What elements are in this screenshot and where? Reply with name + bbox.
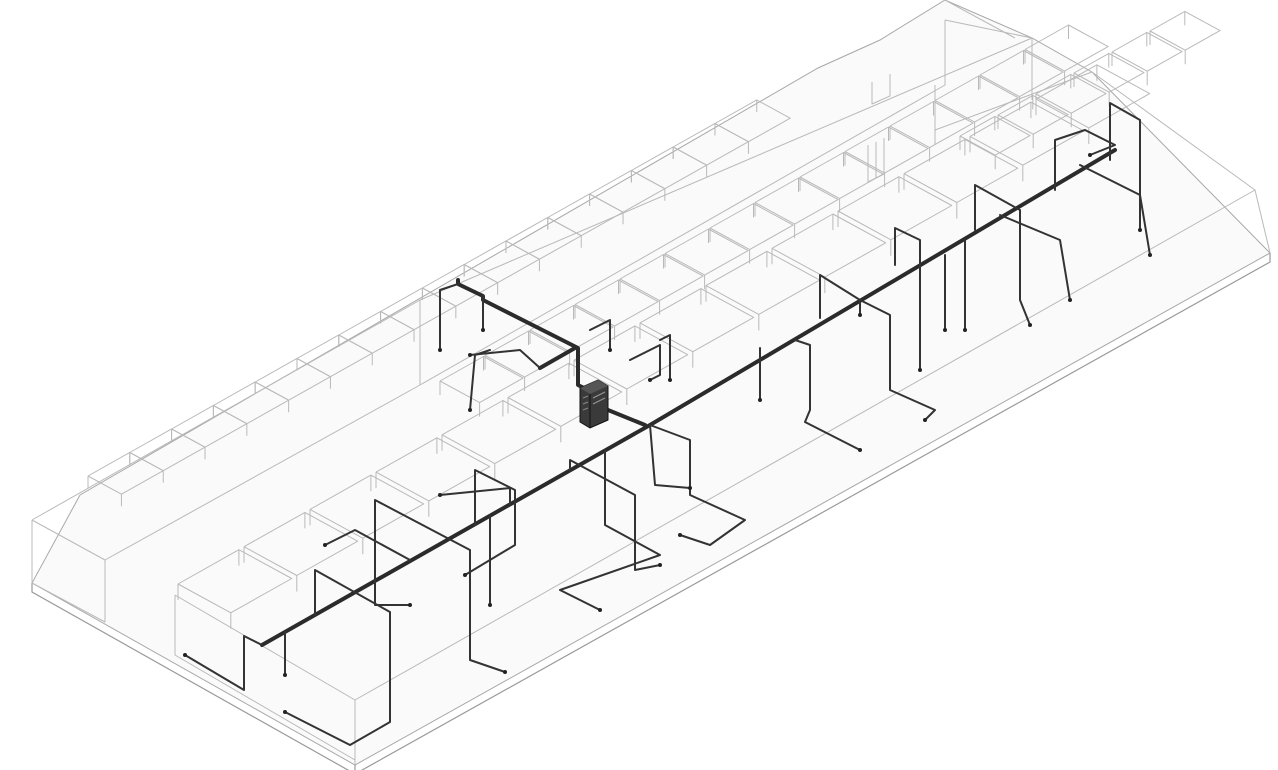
branch-pipe [649,424,691,489]
pipe-outlet [488,603,492,607]
room-outline [754,177,839,225]
pipe-outlet [963,328,967,332]
room-outline [177,549,293,614]
pipe-outlet [468,353,472,357]
branch-pipe [439,487,511,506]
pipe-outlet [1028,323,1032,327]
branch-pipe [589,319,611,351]
door-upper [871,74,891,105]
pipe-outlet [183,653,187,657]
room-outline [979,50,1064,98]
pipe-outlet [463,573,467,577]
pipe-outlet [858,313,862,317]
branch-pipes [183,102,1152,746]
pipe-outlet [1148,253,1152,257]
pipe-outlet [608,348,612,352]
pipe-outlet [481,328,485,332]
room-outline [664,228,749,276]
pipe-outlet [688,486,692,490]
pipe-outlet [283,673,287,677]
room-outline [573,325,689,390]
room-outline [771,213,887,278]
room-outline [375,437,491,502]
branch-pipe [999,214,1071,301]
branch-pipe [974,184,1031,326]
room-outline [709,203,794,251]
branch-pipe [559,449,661,611]
room-partitions [87,10,1221,629]
pipe-outlet [283,710,287,714]
room-outline [574,279,659,327]
room-outline [934,75,1019,123]
pipe-outlet [468,408,472,412]
branch-pipe [284,569,391,746]
pipe-outlet [658,563,662,567]
pipe-outlet [503,670,507,674]
pipe-outlet [678,533,682,537]
room-outline [243,511,359,576]
branch-pipe [659,334,671,381]
branch-pipe [569,459,661,571]
room-outline [1035,73,1107,114]
door-left [867,138,885,183]
room-outline [439,356,524,404]
pipe-outlet [943,328,947,332]
branch-pipe [464,469,516,576]
pipe-outlet [923,418,927,422]
room-outline [889,101,974,149]
pipe-outlet [323,543,327,547]
branch-pipe [859,299,936,421]
branch-pipe [794,339,861,451]
room-outline [837,176,953,241]
branch-pipe [894,227,921,371]
pipe-outlet [438,348,442,352]
branch-pipe [1054,129,1116,191]
branch-pipe [374,579,411,606]
pipe-outlet [438,493,442,497]
floor-slab [31,0,1271,770]
room-outline [529,305,614,353]
room-outline [1149,10,1221,51]
pipe-outlet [1068,298,1072,302]
branch-pipe [374,499,506,673]
room-outline [441,400,557,465]
pipe-outlet [598,608,602,612]
room-outline [714,99,791,143]
pipe-outlet [918,368,922,372]
branch-pipe [184,635,263,691]
room-outline [619,254,704,302]
pipe-outlet [758,398,762,402]
pipe-outlet [858,448,862,452]
exterior-walls [31,0,1271,765]
room-outline [309,474,425,539]
branch-pipe [469,349,541,369]
room-outline [844,126,929,174]
room-outline [959,115,1031,156]
branch-pipe [1109,102,1141,231]
room-outline [1073,52,1145,93]
room-outline [639,288,755,353]
room-outline [1111,31,1183,72]
branch-pipe [439,283,459,351]
pipe-outlet [648,378,652,382]
room-outline [903,138,1019,203]
equipment-cabinet [579,379,609,429]
branch-pipe [324,529,411,561]
room-outline [1024,24,1109,72]
pipe-outlet [1138,228,1142,232]
branch-pipe [629,344,661,381]
pipe-outlet [668,378,672,382]
branch-pipe [649,424,746,546]
branch-pipe [819,274,861,319]
pipe-outlet [408,603,412,607]
room-outline [997,94,1069,135]
room-outline [507,362,623,427]
pipe-outlet [1088,153,1092,157]
